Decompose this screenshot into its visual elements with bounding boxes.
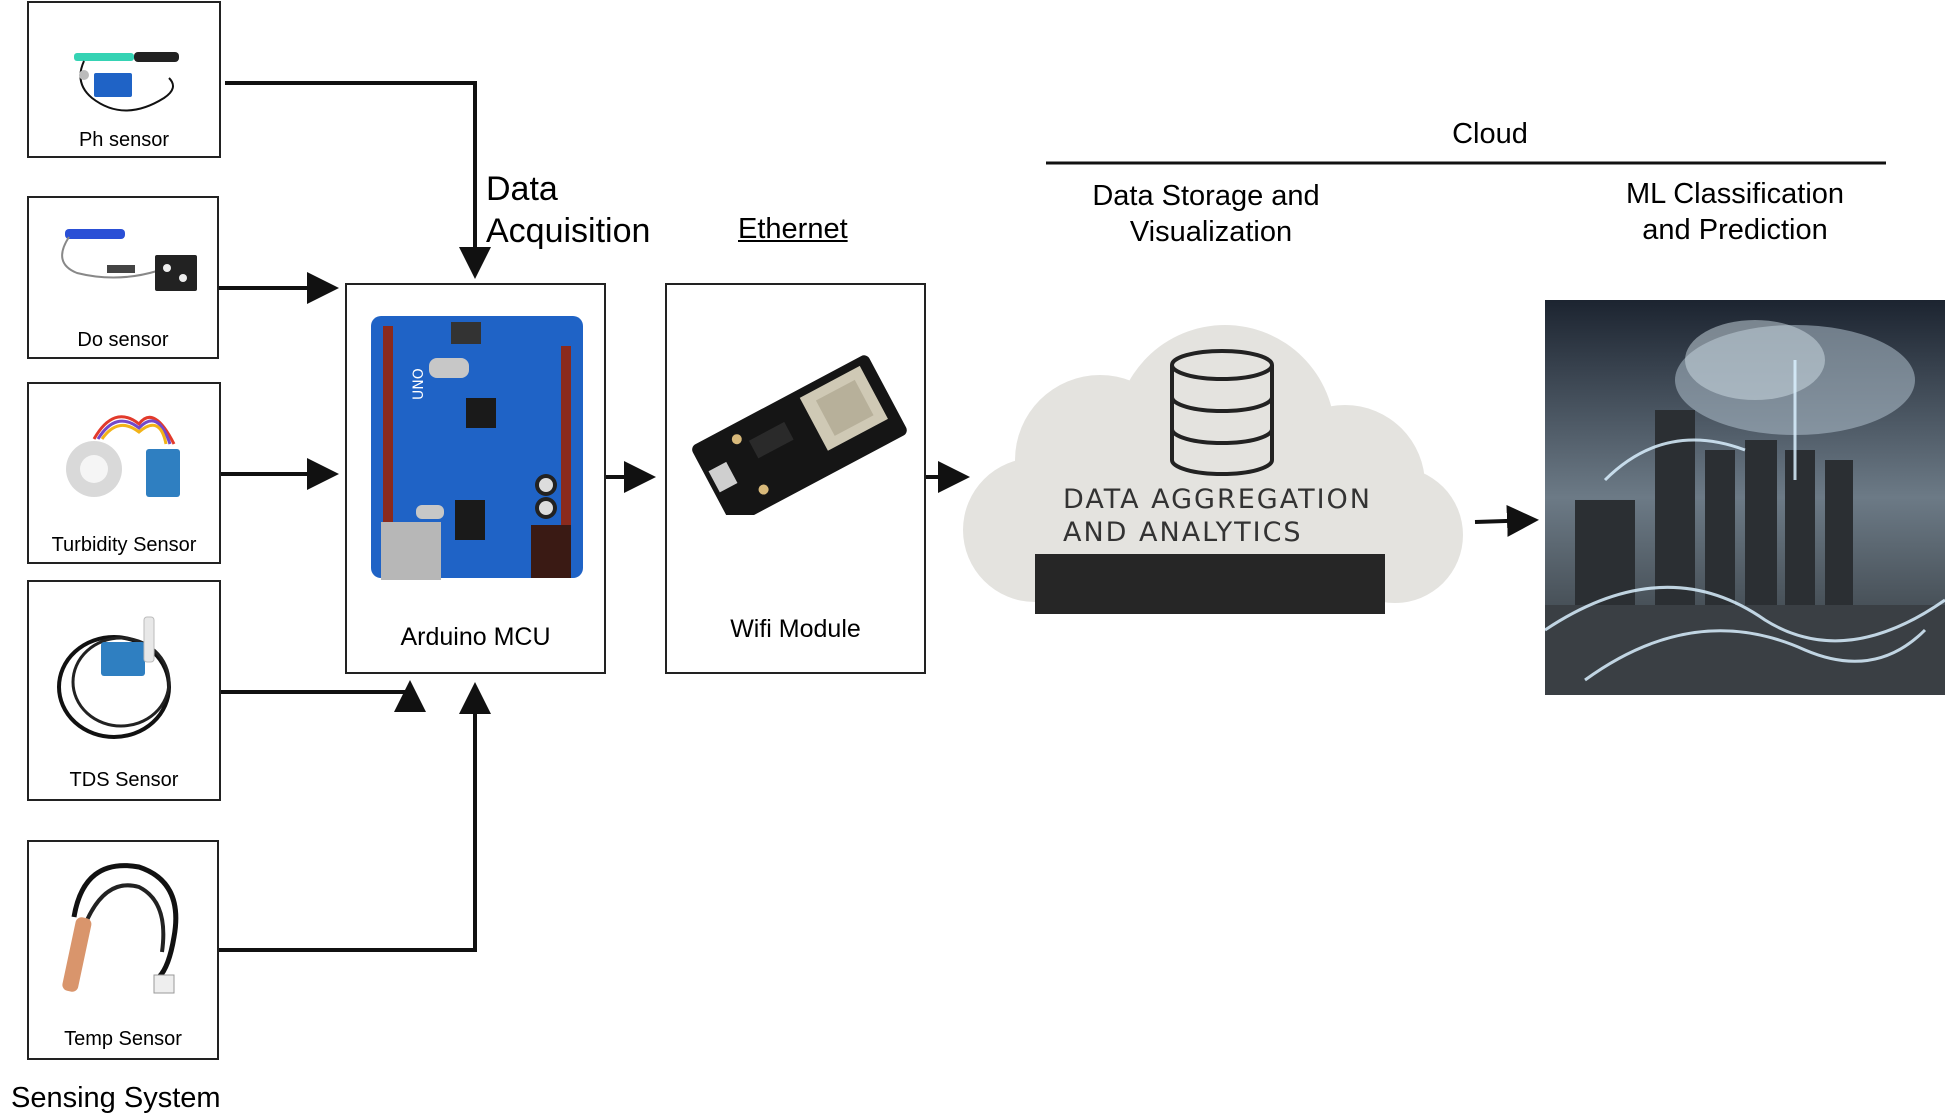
turbidity-sensor-box: Turbidity Sensor [27,382,221,564]
arduino-box: UNO Arduino MCU [345,283,606,674]
wifi-module-label: Wifi Module [730,615,861,643]
ml-prediction-image [1545,300,1945,695]
data-aggregation-cloud: DATA AGGREGATION AND ANALYTICS [963,325,1463,614]
arduino-label: Arduino MCU [400,623,551,651]
aggregation-dark-bar [1035,554,1385,614]
ml-heading-line2: and Prediction [1642,214,1828,246]
wifi-module-image [692,355,907,515]
ml-heading-line1: ML Classification [1625,178,1845,210]
tds-sensor-label: TDS Sensor [69,769,179,791]
cloud-title: Cloud [1452,118,1528,150]
storage-heading-line1: Data Storage and [1092,180,1320,212]
do-sensor-label: Do sensor [77,329,169,351]
tds-sensor-image [57,616,171,739]
temp-sensor-image [62,863,179,994]
data-acquisition-line1: Data [486,170,558,208]
tds-to-arduino-arrow [220,680,426,712]
aggregation-text-line1: DATA AGGREGATION [1063,484,1372,515]
do-sensor-image [61,229,197,291]
turbidity-sensor-label: Turbidity Sensor [51,534,197,556]
arduino-board-image: UNO [371,316,583,580]
ethernet-label: Ethernet [738,213,848,245]
arduino-board-text: UNO [411,368,427,400]
turbidity-sensor-image [66,415,180,497]
database-icon [1170,349,1274,476]
ph-sensor-label: Ph sensor [78,129,170,151]
temp-sensor-label: Temp Sensor [64,1028,182,1050]
ph-sensor-box: Ph sensor [27,1,221,158]
ph-to-arduino-arrow [225,81,491,279]
tds-sensor-box: TDS Sensor [27,580,221,801]
temp-to-arduino-arrow [218,682,491,952]
cloud-to-ml-arrow [1474,504,1539,537]
do-sensor-box: Do sensor [27,196,219,359]
storage-heading-line2: Visualization [1129,216,1293,248]
aggregation-text-line2: AND ANALYTICS [1063,517,1303,548]
temp-sensor-box: Temp Sensor [27,840,219,1060]
ph-sensor-image [74,52,179,112]
data-acquisition-line2: Acquisition [486,212,651,250]
wifi-module-box: Wifi Module [665,283,926,674]
sensing-system-label: Sensing System [11,1082,221,1114]
